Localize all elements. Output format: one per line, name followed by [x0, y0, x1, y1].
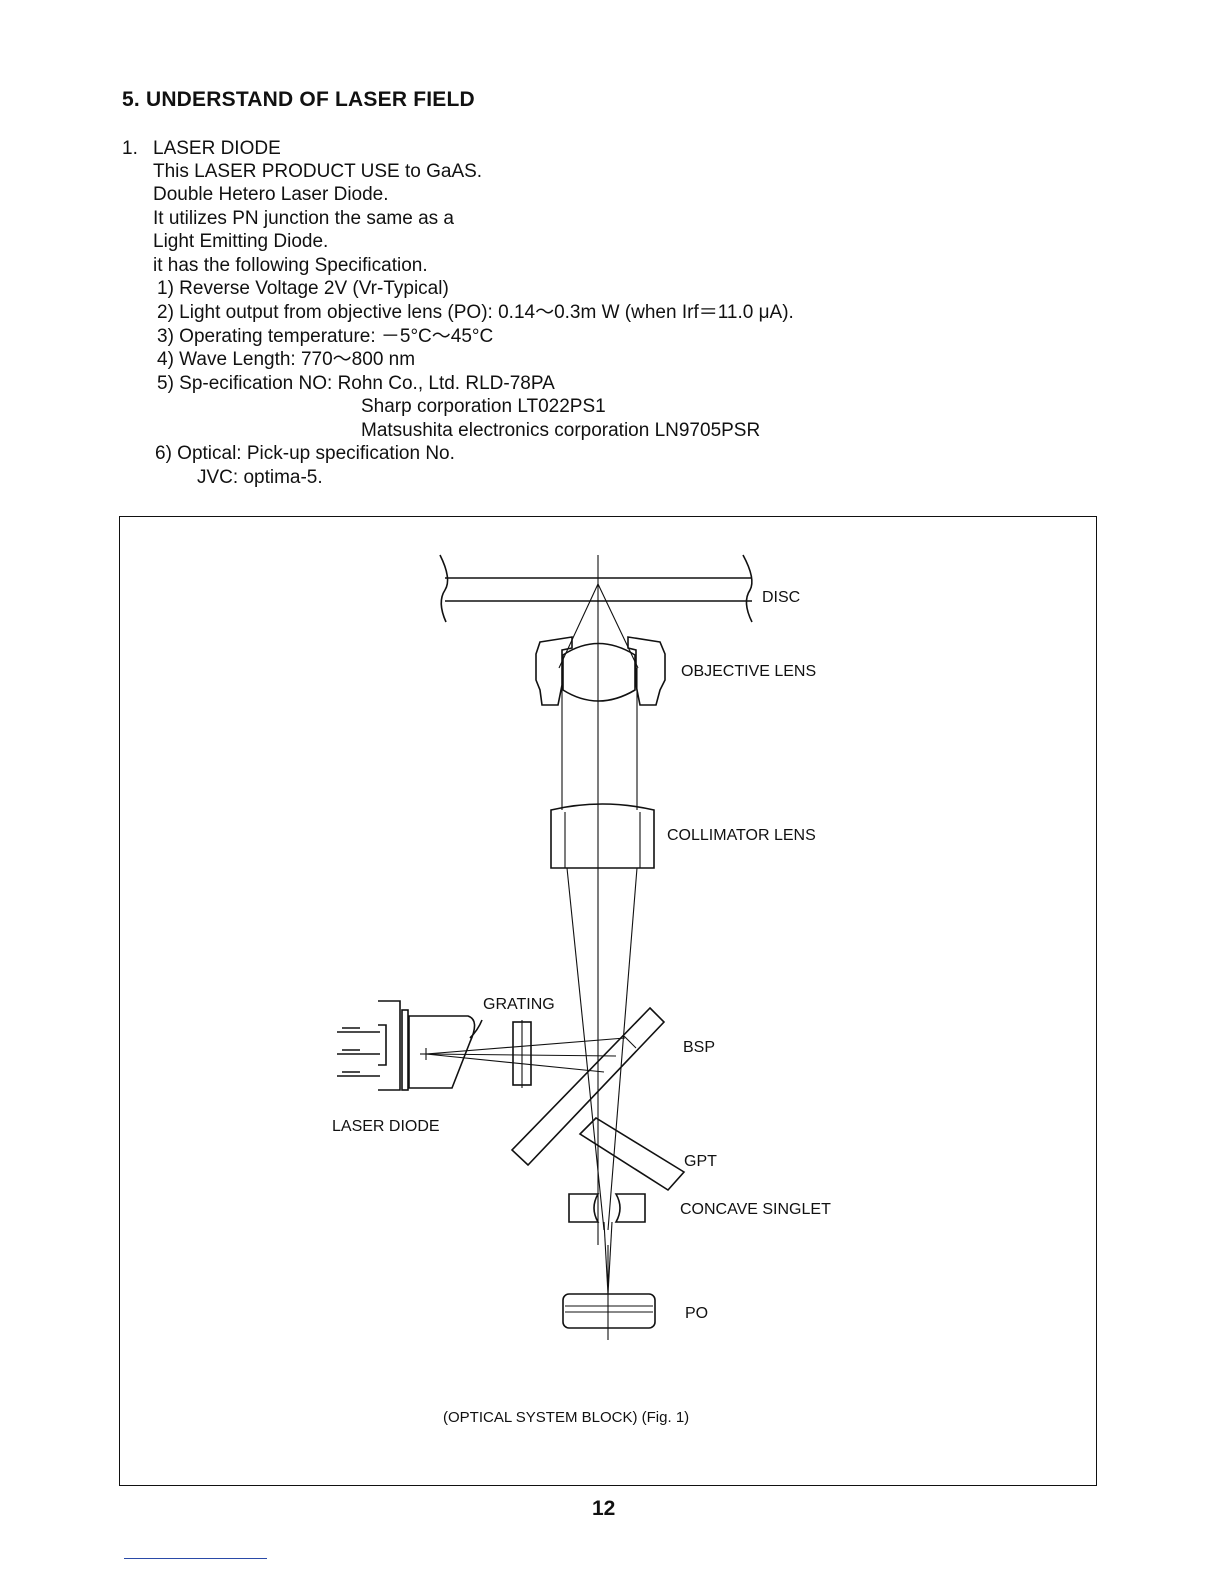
label-gpt: GPT [684, 1153, 717, 1170]
po-shape [562, 1293, 656, 1329]
grating-shape [512, 1020, 532, 1088]
spec-item: 6) Optical: Pick-up specification No. [155, 443, 455, 464]
page-number: 12 [592, 1497, 616, 1520]
figure-caption: (OPTICAL SYSTEM BLOCK) (Fig. 1) [443, 1409, 689, 1426]
spec-item: 2) Light output from objective lens (PO)… [157, 302, 794, 323]
gpt-shape [578, 1116, 686, 1192]
spec-item: 3) Operating temperature: －5°C～45°C [157, 326, 494, 347]
spec-item-continued: Matsushita electronics corporation LN970… [361, 420, 761, 441]
spec-item: 4) Wave Length: 770～800 nm [157, 349, 416, 370]
label-concave-singlet: CONCAVE SINGLET [680, 1201, 831, 1218]
label-po: PO [685, 1305, 708, 1322]
label-objective-lens: OBJECTIVE LENS [681, 663, 816, 680]
bsp-shape [510, 1006, 666, 1167]
diagram-frame [119, 516, 1097, 1486]
collimator-lens-shape [550, 803, 655, 1231]
objective-lens-shape [535, 636, 666, 810]
label-disc: DISC [762, 589, 800, 606]
concave-singlet-shape [568, 1193, 646, 1295]
intro-line: it has the following Specification. [153, 255, 428, 276]
spec-item-detail: JVC: optima-5. [197, 467, 323, 488]
label-laser-diode: LASER DIODE [332, 1118, 440, 1135]
section-number: 1. [122, 138, 138, 159]
spec-item-continued: Sharp corporation LT022PS1 [361, 396, 606, 417]
intro-line: Light Emitting Diode. [153, 231, 329, 252]
spec-item: 5) Sp-ecification NO: Rohn Co., Ltd. RLD… [157, 373, 555, 394]
footer-rule [124, 1558, 267, 1559]
intro-line: Double Hetero Laser Diode. [153, 184, 389, 205]
laser-diode-shape [337, 1000, 476, 1091]
label-bsp: BSP [683, 1039, 715, 1056]
spec-item: 1) Reverse Voltage 2V (Vr-Typical) [157, 278, 449, 299]
section-title: LASER DIODE [153, 138, 281, 159]
intro-line: It utilizes PN junction the same as a [153, 208, 454, 229]
laser-beams [425, 1019, 626, 1073]
label-grating: GRATING [483, 996, 555, 1013]
page-heading: 5. UNDERSTAND OF LASER FIELD [122, 88, 475, 111]
intro-line: This LASER PRODUCT USE to GaAS. [153, 161, 483, 182]
label-collimator-lens: COLLIMATOR LENS [667, 827, 816, 844]
